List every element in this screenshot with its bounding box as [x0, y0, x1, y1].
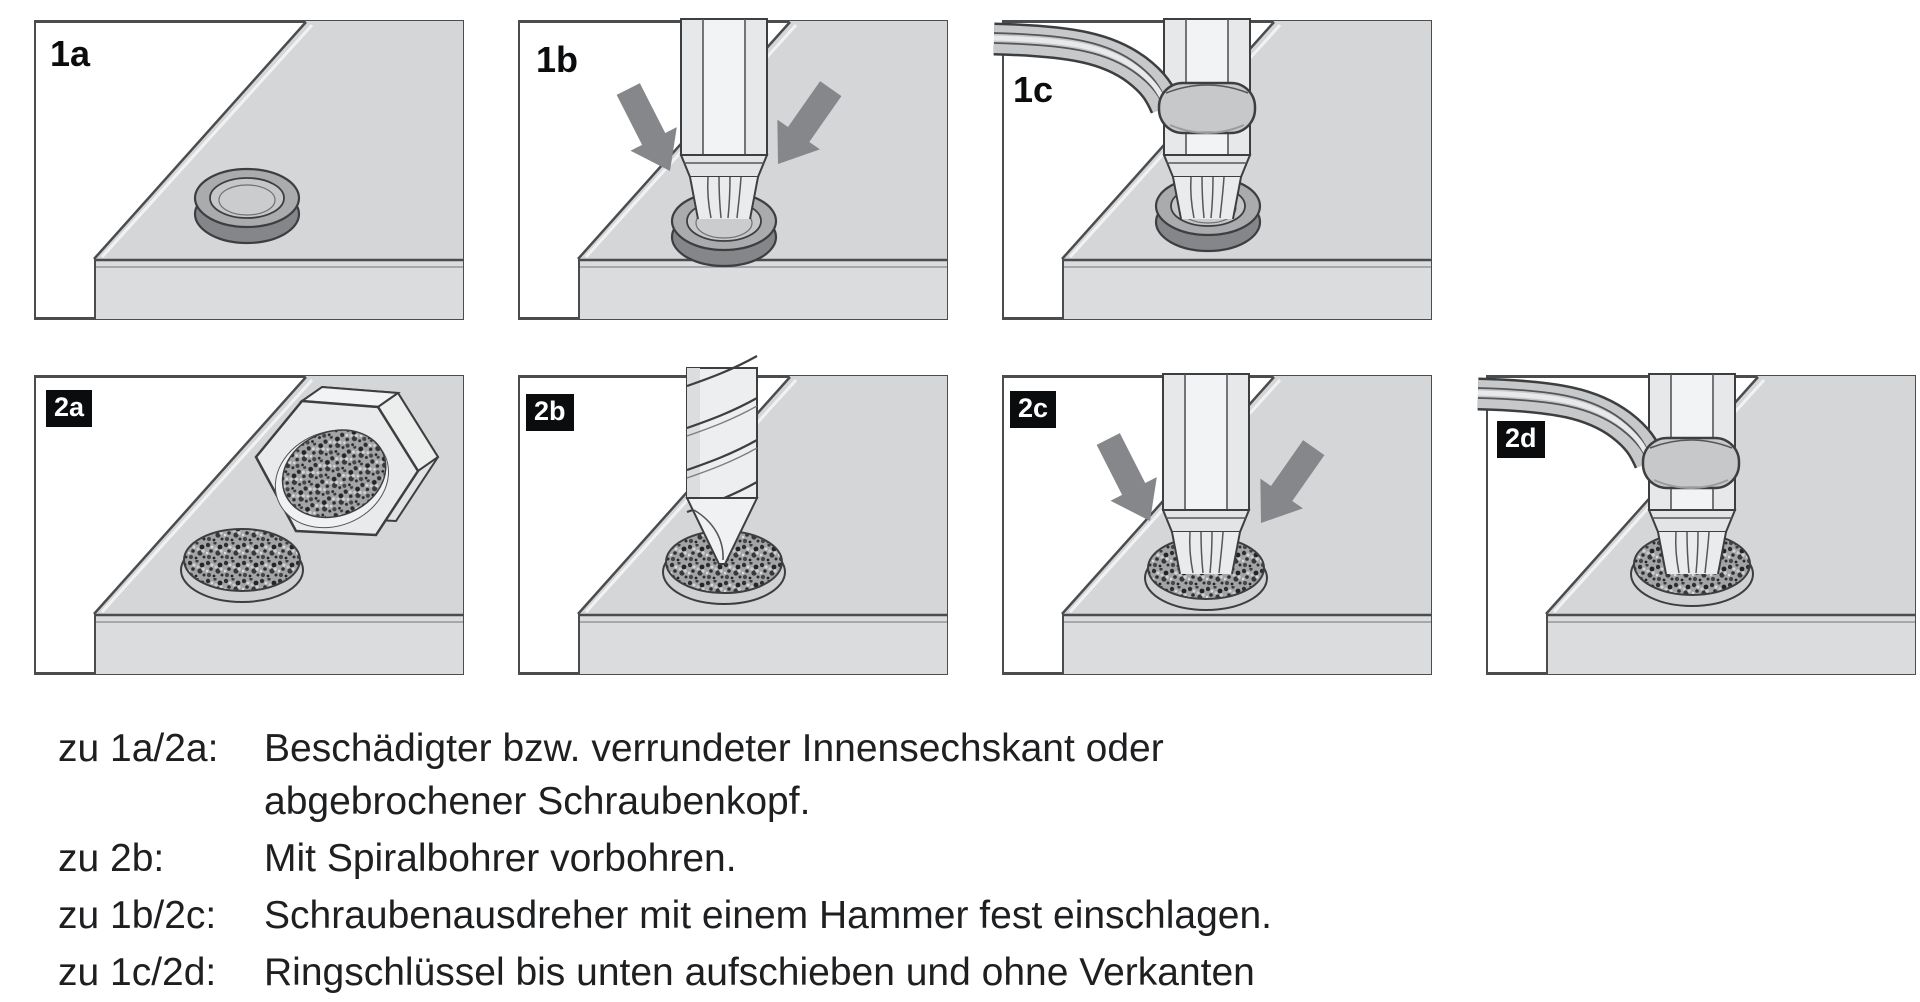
illustration-extractor-hammered	[576, 18, 949, 321]
illustration-broken-screw	[92, 374, 465, 676]
legend-label: zu 2b:	[58, 837, 165, 880]
legend-text: Schraubenausdreher mit einem Hammer fest…	[264, 894, 1273, 937]
legend-row-1c-2d: zu 1c/2d: Ringschlüssel bis unten aufsch…	[58, 946, 1272, 999]
legend-text: Mit Spiralbohrer vorbohren.	[264, 837, 737, 880]
legend-row-2b: zu 2b: Mit Spiralbohrer vorbohren.	[58, 832, 1272, 885]
legend-label: zu 1c/2d:	[58, 951, 217, 994]
panel-label-2a: 2a	[46, 390, 93, 427]
panel-1c: 1c	[1002, 20, 1433, 321]
panel-2c: 2c	[1002, 373, 1433, 676]
panel-label-1c: 1c	[1013, 69, 1054, 110]
panel-1a: 1a	[34, 19, 465, 321]
panel-2a: 2a	[34, 374, 465, 676]
legend-text: Beschädigter bzw. verrundeter Innensechs…	[264, 727, 1164, 823]
legend-label: zu 1a/2a:	[58, 727, 219, 770]
legend-text: Ringschlüssel bis unten aufschieben und …	[264, 951, 1255, 994]
illustration-ring-wrench-stub	[1488, 378, 1917, 676]
illustration-damaged-screw-head	[92, 19, 465, 321]
panel-label-1a: 1a	[50, 33, 91, 74]
illustration-ring-wrench	[1004, 23, 1433, 321]
legend-label: zu 1b/2c:	[58, 894, 217, 937]
panel-label-2d: 2d	[1497, 421, 1545, 458]
legend: zu 1a/2a: Beschädigter bzw. verrundeter …	[58, 722, 1272, 999]
legend-row-1a-2a: zu 1a/2a: Beschädigter bzw. verrundeter …	[58, 722, 1272, 828]
panel-2d: 2d	[1486, 375, 1917, 676]
panel-label-2b: 2b	[526, 394, 574, 431]
legend-row-1b-2c: zu 1b/2c: Schraubenausdreher mit einem H…	[58, 889, 1272, 942]
illustration-extractor-hammered-stub	[1060, 373, 1433, 676]
panel-2b: 2b	[518, 354, 949, 676]
illustration-twist-drill	[576, 354, 949, 676]
panel-label-2c: 2c	[1010, 391, 1057, 428]
panel-1b: 1b	[518, 18, 949, 321]
panel-label-1b: 1b	[536, 39, 579, 80]
